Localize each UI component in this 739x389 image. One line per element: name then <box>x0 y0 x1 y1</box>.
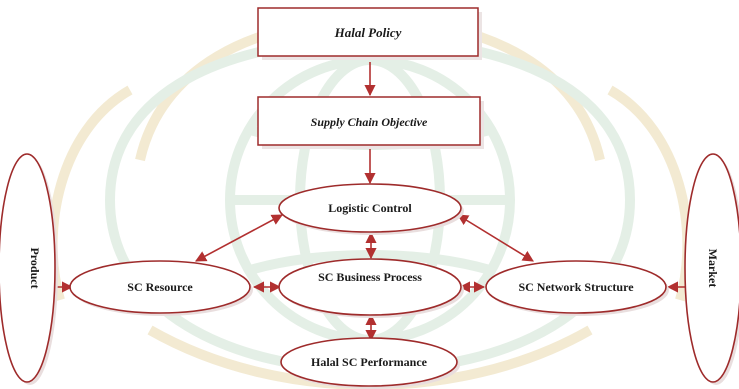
logistic-control-label: Logistic Control <box>328 201 412 215</box>
sc-network-structure-label: SC Network Structure <box>518 280 634 294</box>
connectors <box>47 62 697 342</box>
supply-chain-objective-label: Supply Chain Objective <box>311 115 428 129</box>
halal-sc-performance-label: Halal SC Performance <box>311 355 428 369</box>
halal-policy-node: Halal Policy <box>257 7 482 60</box>
sc-business-process-label: SC Business Process <box>318 270 422 284</box>
sc-resource-node: SC Resource <box>69 260 253 316</box>
arrow-logistic-network <box>457 214 534 262</box>
product-node: Product <box>0 153 58 385</box>
sc-business-process-node: SC Business Process <box>278 258 464 318</box>
market-label: Market <box>706 249 720 288</box>
sc-network-structure-node: SC Network Structure <box>485 260 669 316</box>
market-node: Market <box>684 153 739 385</box>
halal-policy-label: Halal Policy <box>334 25 402 40</box>
arrow-logistic-resource <box>195 214 283 262</box>
product-label: Product <box>28 247 42 288</box>
logistic-control-node: Logistic Control <box>278 183 464 235</box>
sc-resource-label: SC Resource <box>127 280 193 294</box>
supply-chain-objective-node: Supply Chain Objective <box>257 96 484 149</box>
halal-sc-performance-node: Halal SC Performance <box>280 337 460 389</box>
